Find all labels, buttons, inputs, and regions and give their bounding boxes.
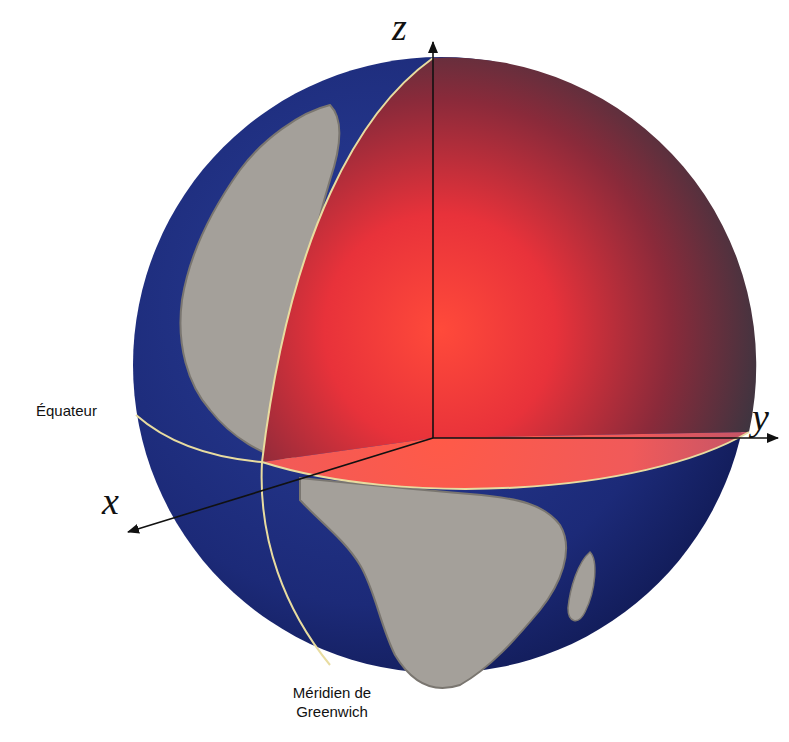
- equator-label: Équateur: [36, 402, 146, 421]
- meridian-label: Méridien de Greenwich: [272, 684, 392, 722]
- greenwich-meridian: [262, 58, 433, 665]
- x-axis: [128, 438, 433, 532]
- z-axis: [432, 42, 434, 438]
- island-madagascar: [568, 552, 595, 621]
- axis-label: y: [752, 398, 786, 436]
- continent-africa-south: [300, 478, 566, 688]
- axis-label: z: [392, 8, 432, 46]
- y-axis: [433, 437, 778, 439]
- axis-label: x: [102, 482, 142, 520]
- cutaway-floor: [262, 432, 749, 489]
- cutaway-interior: [262, 58, 756, 462]
- equator-line: [136, 415, 749, 489]
